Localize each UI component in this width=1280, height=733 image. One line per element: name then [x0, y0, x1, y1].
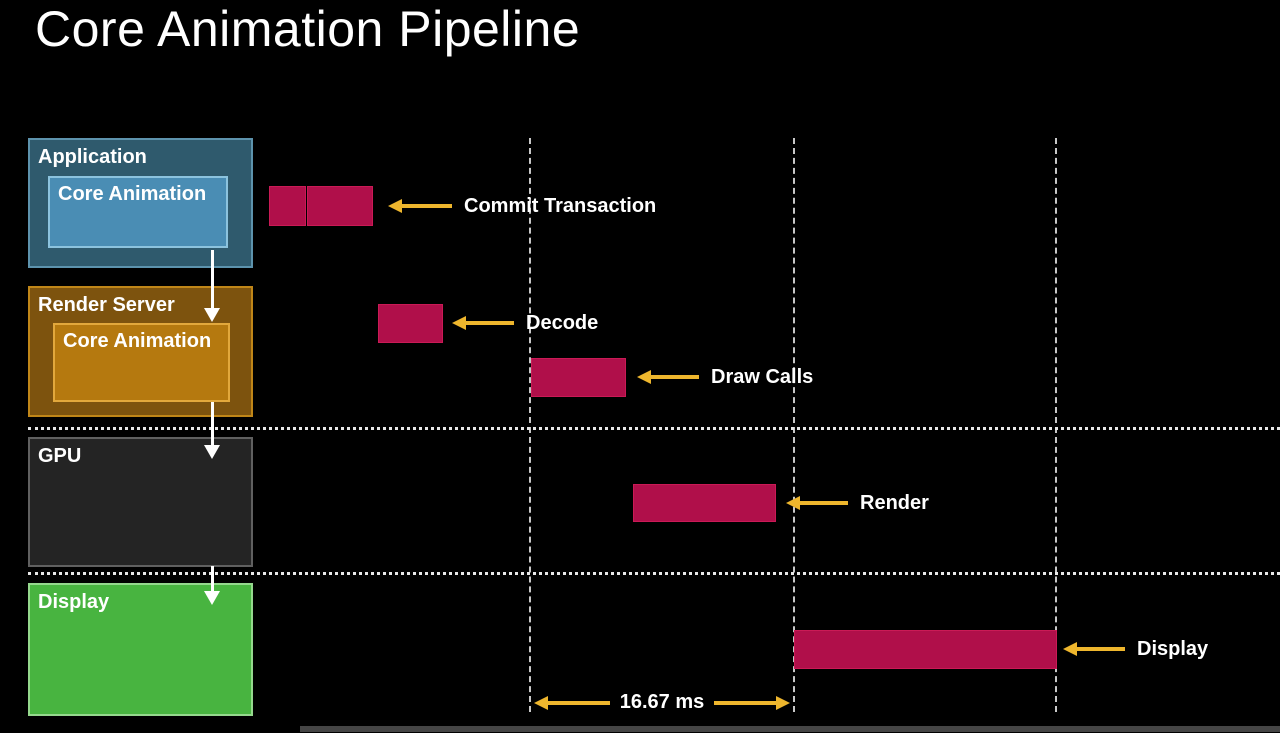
- arrow-head: [204, 591, 220, 605]
- frame-boundary-line-2: [793, 138, 795, 712]
- application-core-animation-box: Core Animation: [48, 176, 228, 248]
- arrow-line: [800, 501, 848, 505]
- render-server-core-animation-label: Core Animation: [63, 330, 212, 352]
- render-callout: Render: [786, 490, 929, 516]
- measure-line-right: [714, 700, 777, 705]
- draw-calls-callout: Draw Calls: [637, 364, 813, 390]
- measure-line-left: [548, 700, 610, 705]
- down-arrow-icon-render-server-to-gpu: [204, 402, 220, 459]
- application-label: Application: [38, 146, 147, 168]
- process-divider-line-1: [28, 427, 1280, 430]
- application-box: Application Core Animation: [28, 138, 253, 268]
- commit-transaction-label: Commit Transaction: [464, 194, 657, 217]
- frame-boundary-line-3: [1055, 138, 1057, 712]
- application-core-animation-label: Core Animation: [58, 183, 207, 205]
- display-bar: [794, 630, 1057, 669]
- draw-calls-bar: [531, 358, 626, 397]
- arrow-line: [466, 321, 514, 325]
- left-arrow-icon: [786, 496, 800, 510]
- display-box: Display: [28, 583, 253, 716]
- render-server-box: Render Server Core Animation: [28, 286, 253, 417]
- left-arrow-icon: [452, 316, 466, 330]
- arrow-line: [402, 204, 452, 208]
- decode-label: Decode: [526, 311, 599, 334]
- left-arrow-icon: [637, 370, 651, 384]
- arrow-head: [204, 308, 220, 322]
- arrow-shaft: [210, 566, 214, 591]
- frame-interval-label: 16.67 ms: [619, 691, 705, 713]
- render-bar: [633, 484, 776, 522]
- right-arrow-icon: [776, 695, 791, 710]
- left-arrow-icon: [534, 695, 548, 710]
- left-arrow-icon: [388, 199, 402, 213]
- render-label: Render: [860, 491, 929, 514]
- decode-bar: [378, 304, 443, 343]
- left-arrow-icon: [1063, 642, 1077, 656]
- render-server-label: Render Server: [38, 294, 175, 316]
- gpu-label: GPU: [38, 445, 82, 467]
- process-divider-line-2: [28, 572, 1280, 575]
- arrow-head: [204, 445, 220, 459]
- page-title: Core Animation Pipeline: [35, 1, 581, 57]
- commit-transaction-bar-1: [269, 186, 306, 226]
- video-scrubber-bar[interactable]: [300, 726, 1280, 732]
- arrow-line: [1077, 647, 1125, 651]
- display-callout: Display: [1063, 636, 1208, 662]
- down-arrow-icon-gpu-to-display: [204, 566, 220, 605]
- arrow-line: [651, 375, 699, 379]
- commit-transaction-callout: Commit Transaction: [388, 193, 656, 219]
- arrow-shaft: [210, 250, 214, 308]
- frame-interval-measure: 16.67 ms: [534, 691, 791, 714]
- decode-callout: Decode: [452, 310, 598, 336]
- render-server-core-animation-box: Core Animation: [53, 323, 230, 402]
- arrow-shaft: [210, 402, 214, 445]
- commit-transaction-bar-2: [307, 186, 373, 226]
- frame-boundary-line-1: [529, 138, 531, 712]
- down-arrow-icon-app-to-render-server: [204, 250, 220, 322]
- draw-calls-label: Draw Calls: [711, 365, 814, 388]
- display-label: Display: [38, 591, 110, 613]
- display-annotation-label: Display: [1137, 637, 1209, 660]
